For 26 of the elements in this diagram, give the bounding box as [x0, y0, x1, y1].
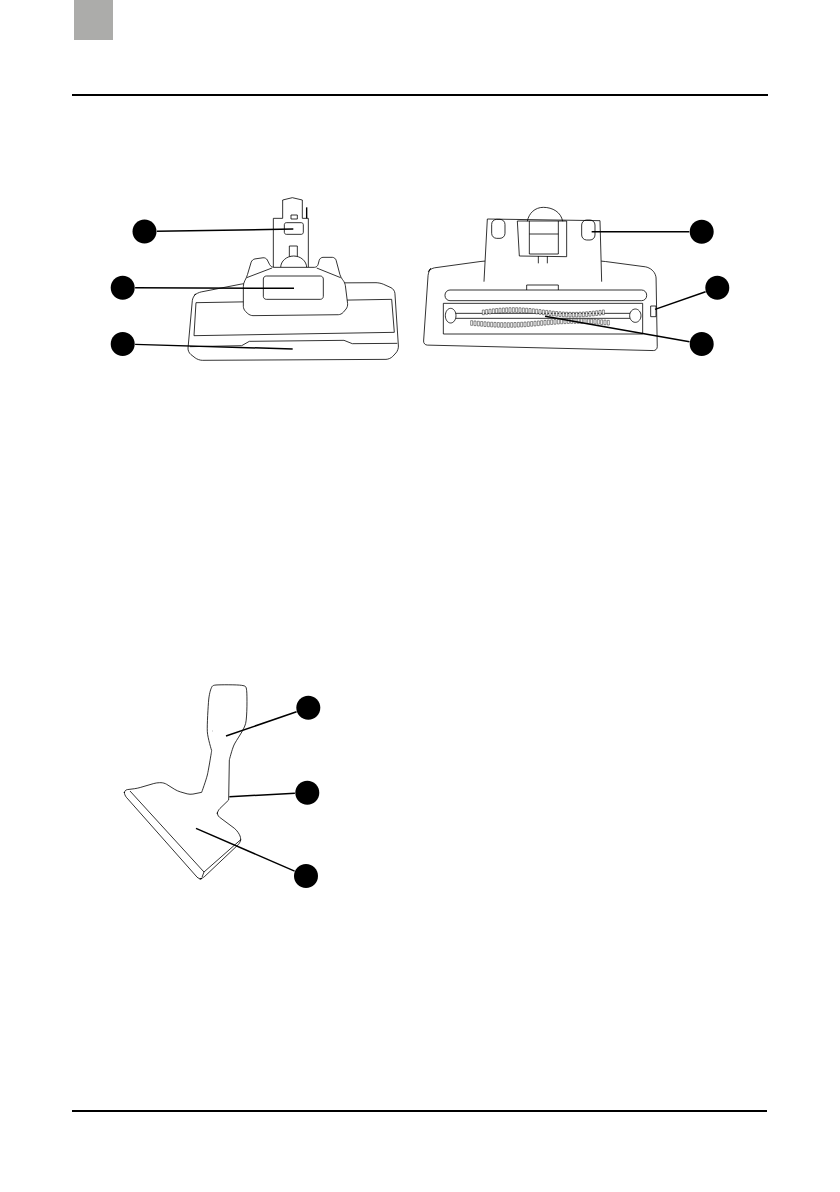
roller-wheel [581, 219, 596, 241]
leader-line [654, 291, 707, 311]
side-tab [650, 305, 657, 318]
callout-marker [132, 219, 157, 244]
leader-line [225, 711, 298, 737]
callout-marker [296, 695, 321, 720]
callout-marker [689, 332, 714, 356]
callout-marker [110, 275, 135, 300]
callout-marker [705, 275, 730, 300]
callout-marker [110, 332, 135, 356]
leader-line [228, 792, 296, 798]
release-button [283, 222, 304, 235]
callout-marker [689, 219, 714, 244]
handle-neck [201, 750, 230, 801]
brush-roll [444, 307, 642, 328]
leader-line [134, 343, 294, 350]
callout-marker [294, 864, 318, 888]
leader-line [134, 287, 295, 290]
callout-marker [295, 780, 320, 805]
nozzle-base [123, 782, 242, 880]
handle-grip [206, 684, 248, 761]
leader-line [195, 827, 296, 872]
leader-line [590, 230, 691, 233]
leader-line [156, 228, 295, 233]
leader-line [544, 315, 691, 343]
housing-window [262, 275, 324, 300]
